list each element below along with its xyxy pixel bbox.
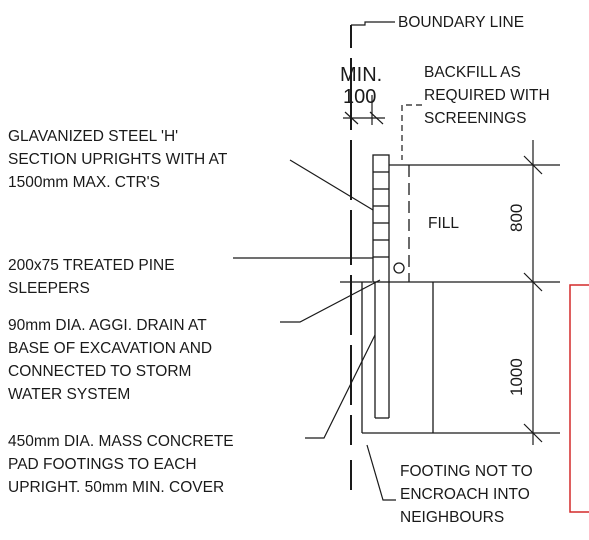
drain-line-3: CONNECTED TO STORM bbox=[8, 363, 192, 380]
footing-line-2: PAD FOOTINGS TO EACH bbox=[8, 456, 197, 473]
vertical-dimension bbox=[523, 140, 543, 445]
not-encroach-line-1: FOOTING NOT TO bbox=[400, 463, 533, 480]
sleeper-wall bbox=[372, 154, 390, 283]
backfill-leader bbox=[401, 104, 422, 160]
footing-line-3: UPRIGHT. 50mm MIN. COVER bbox=[8, 479, 225, 496]
steel-upright bbox=[374, 282, 390, 419]
highlight-box bbox=[569, 284, 589, 513]
agi-drain-pipe bbox=[393, 262, 405, 274]
backfill-label: BACKFILL AS REQUIRED WITH SCREENINGS bbox=[424, 61, 550, 130]
footing-label: 450mm DIA. MASS CONCRETE PAD FOOTINGS TO… bbox=[8, 430, 234, 499]
fill-label: FILL bbox=[428, 215, 460, 232]
backfill-line-1: BACKFILL AS bbox=[424, 64, 521, 81]
uprights-line-1: GLAVANIZED STEEL 'H' bbox=[8, 128, 179, 145]
leader-lines bbox=[233, 159, 396, 501]
backfill-line-2: REQUIRED WITH bbox=[424, 87, 550, 104]
ground-lines bbox=[340, 164, 560, 434]
drain-line-2: BASE OF EXCAVATION AND bbox=[8, 340, 213, 357]
uprights-line-2: SECTION UPRIGHTS WITH AT bbox=[8, 151, 228, 168]
dim-upper-text: 800 bbox=[507, 204, 526, 232]
not-encroach-line-3: NEIGHBOURS bbox=[400, 509, 505, 526]
sleepers-label: 200x75 TREATED PINE SLEEPERS bbox=[8, 254, 175, 300]
drain-line-1: 90mm DIA. AGGI. DRAIN AT bbox=[8, 317, 207, 334]
dim-lower-text: 1000 bbox=[507, 358, 526, 396]
drain-label: 90mm DIA. AGGI. DRAIN AT BASE OF EXCAVAT… bbox=[8, 314, 212, 406]
boundary-line-label: BOUNDARY LINE bbox=[398, 14, 525, 31]
sleepers-line-1: 200x75 TREATED PINE bbox=[8, 257, 175, 274]
not-encroach-line-2: ENCROACH INTO bbox=[400, 486, 530, 503]
min-value: 100 bbox=[343, 86, 377, 108]
drain-line-4: WATER SYSTEM bbox=[8, 386, 131, 403]
boundary-leader bbox=[351, 21, 395, 26]
not-encroach-label: FOOTING NOT TO ENCROACH INTO NEIGHBOURS bbox=[400, 460, 533, 529]
uprights-label: GLAVANIZED STEEL 'H' SECTION UPRIGHTS WI… bbox=[8, 125, 227, 194]
min-dimension bbox=[343, 95, 385, 125]
footing-line-1: 450mm DIA. MASS CONCRETE bbox=[8, 433, 234, 450]
sleepers-line-2: SLEEPERS bbox=[8, 280, 90, 297]
backfill-line-3: SCREENINGS bbox=[424, 110, 527, 127]
min-label: MIN. bbox=[340, 64, 383, 86]
uprights-line-3: 1500mm MAX. CTR'S bbox=[8, 174, 160, 191]
